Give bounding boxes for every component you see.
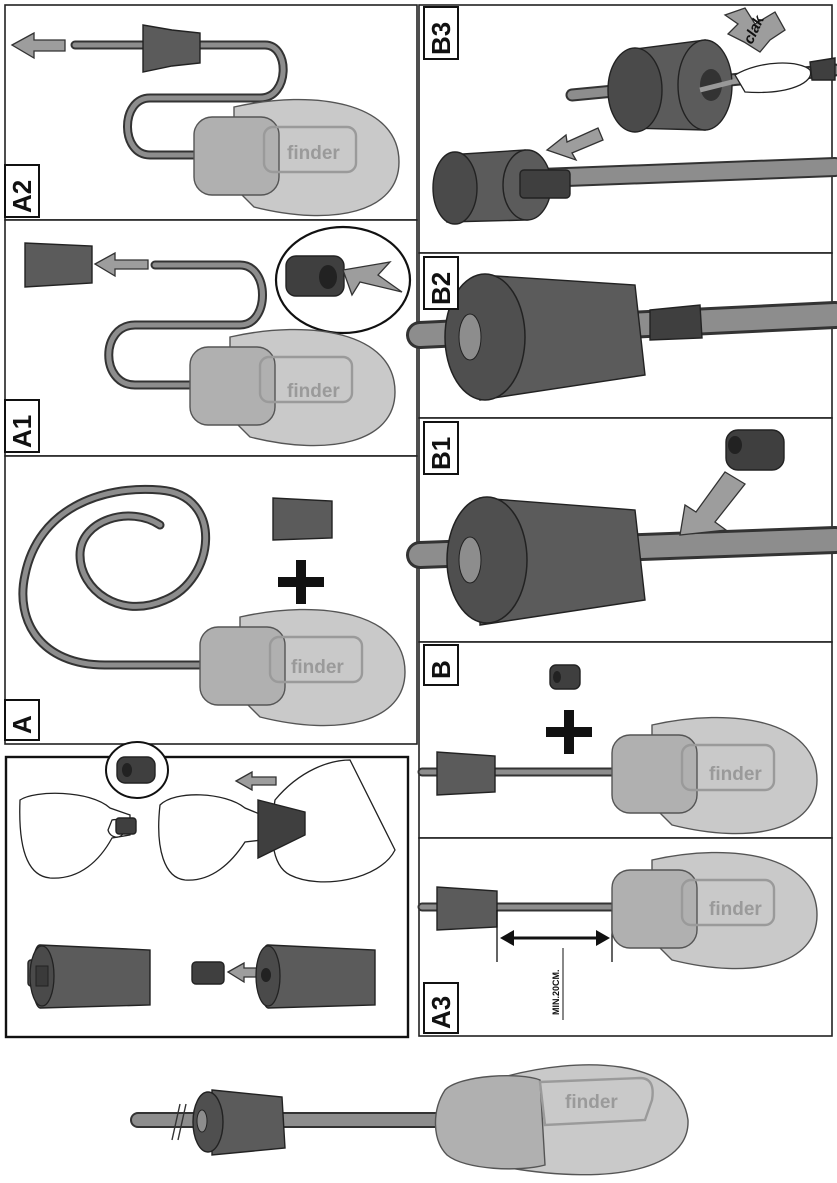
plug-a1 [24,242,93,288]
panel-a2: finder A2 [4,4,418,221]
panel-label-a2: A2 [4,164,40,218]
panel-label-a1: A1 [4,399,40,453]
plug-b [436,751,496,796]
plug-with-sleeve [191,944,376,1009]
sleeve-b1 [725,429,785,471]
finder-sensor-b: finder [610,716,819,835]
svg-text:A3: A3 [426,996,456,1029]
plug-b3-bottom [432,149,571,225]
brand-logo: finder [565,1092,618,1113]
detail-zoom-a1 [274,225,412,335]
svg-text:A: A [7,715,37,734]
svg-text:B1: B1 [426,437,456,470]
brand-logo: finder [709,764,762,785]
svg-text:B3: B3 [426,22,456,55]
panel-a3: MIN.20CM. finder A3 [417,837,833,1037]
finder-sensor-a2: finder [192,98,401,217]
screwdriver [699,57,836,94]
brand-logo: finder [709,899,762,920]
plug-a2 [142,24,201,73]
plug-assembled [27,944,151,1009]
plug-final [192,1089,286,1156]
plus-icon [546,710,592,754]
panel-b: finder B [417,641,833,839]
brand-logo: finder [291,657,344,678]
panel-label-a3: A3 [423,982,459,1034]
final-assembly: finder [130,1064,689,1176]
plus-icon [278,560,324,604]
svg-text:B2: B2 [426,272,456,305]
left-hand [19,792,131,879]
plug-b1 [446,496,646,626]
finder-sensor-a: finder [198,608,407,727]
panel-insertion-detail [4,741,410,1039]
panel-b2: B2 [406,252,837,419]
svg-text:A2: A2 [7,180,37,213]
plug-a [272,497,333,541]
arrow-icon [679,471,746,536]
plug-b2 [444,273,703,401]
brand-logo: finder [287,381,340,402]
arrow-icon [93,251,149,278]
right-hands [158,759,396,883]
clak-burst: clak [723,7,786,53]
panel-label-b1: B1 [423,421,459,475]
arrow-icon [545,127,604,162]
distance-dimension: MIN.20CM. [496,910,613,1020]
panel-a1: finder A1 [4,219,418,457]
brand-logo: finder [287,143,340,164]
plug-a3 [436,886,498,931]
finder-sensor-a3: finder [610,851,819,970]
svg-text:B: B [426,660,456,679]
panel-a: finder A [4,455,418,745]
panel-label-a: A [4,699,40,741]
panel-b3: clak B3 [418,4,837,254]
distance-note: MIN.20CM. [551,969,561,1015]
svg-text:A1: A1 [7,415,37,448]
finder-sensor-a1: finder [188,328,397,447]
arrow-icon [10,31,66,60]
arrow-icon [234,770,277,792]
plug-in-hand [257,799,306,860]
plug-b3-top [607,39,733,133]
panel-label-b: B [423,644,459,686]
sleeve-b [549,664,581,690]
detail-zoom-sleeve [105,741,169,799]
panel-label-b3: B3 [423,6,459,60]
panel-b1: B1 [406,417,837,643]
panel-label-b2: B2 [423,256,459,310]
finder-sensor-final: finder [434,1064,689,1176]
